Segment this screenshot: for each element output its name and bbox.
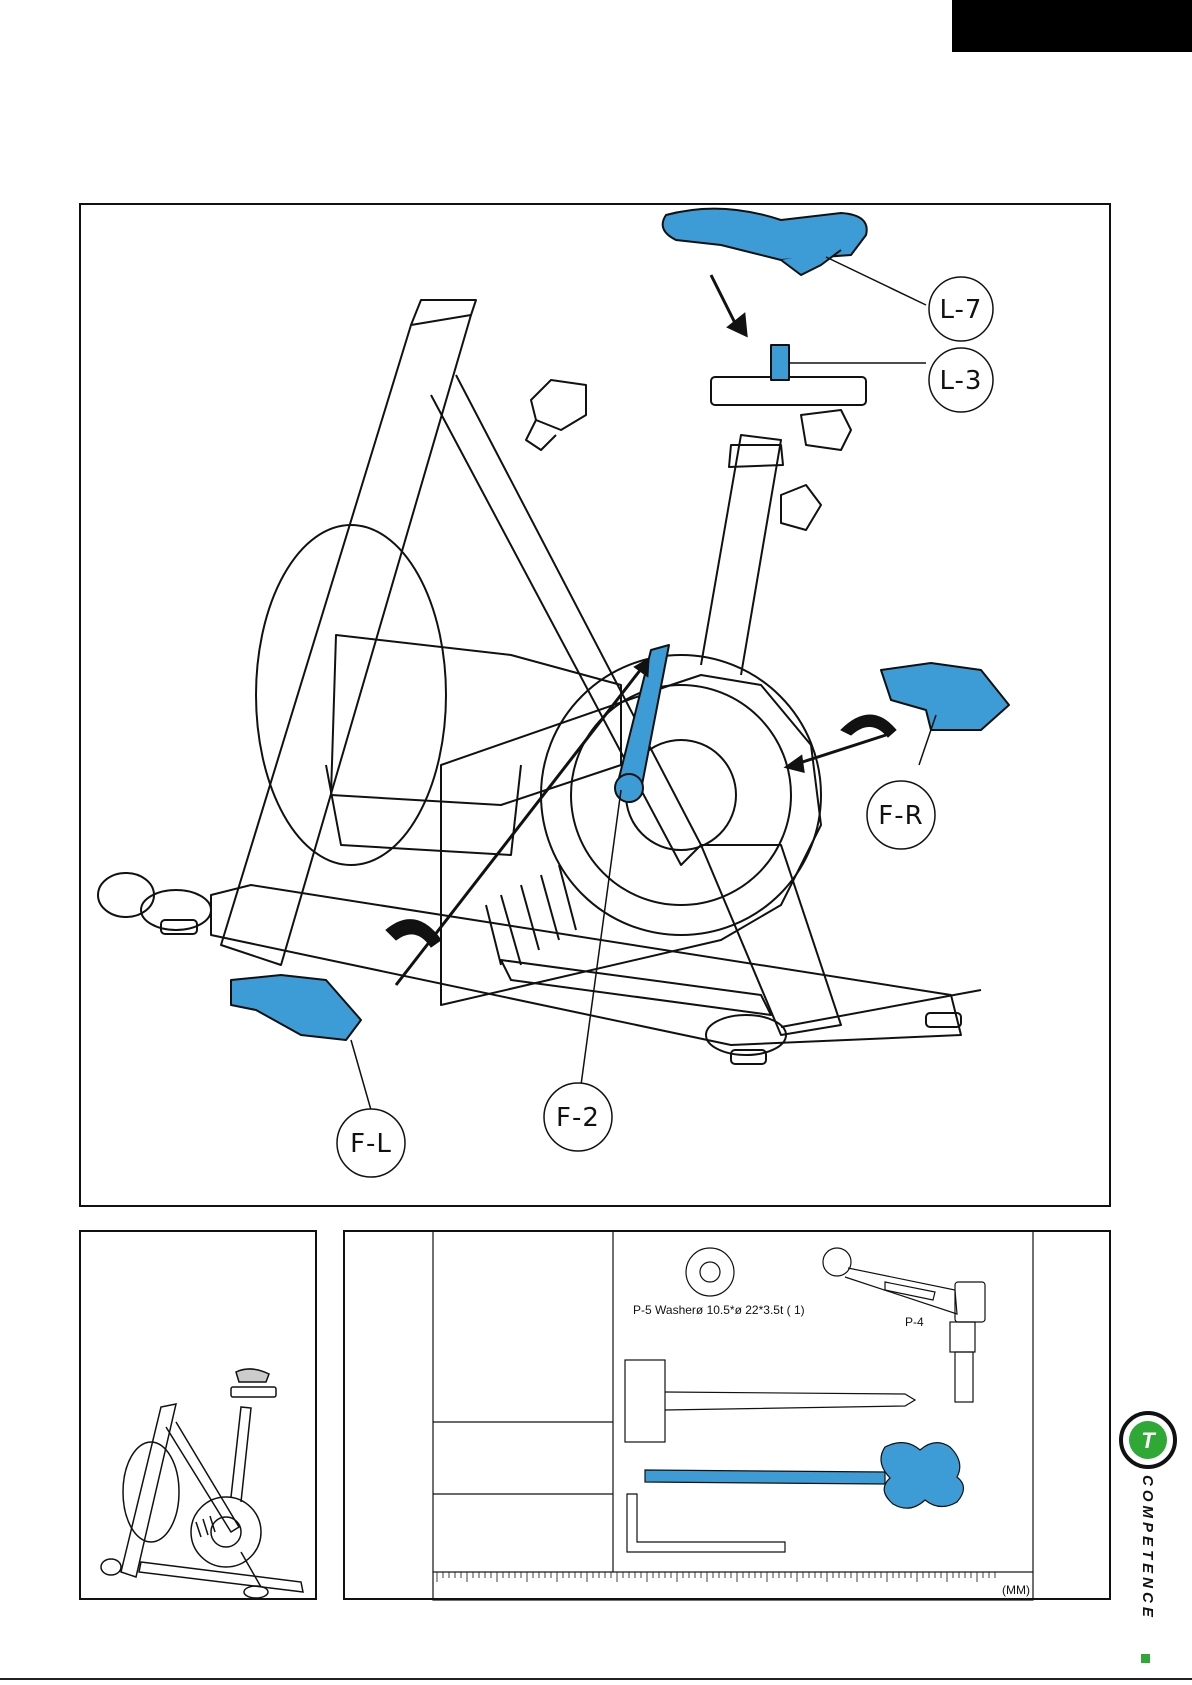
ruler-unit: (MM) [1002, 1583, 1030, 1597]
seat-slider [711, 377, 866, 405]
brand-name-text: COMPETENCE [1139, 1475, 1156, 1645]
washer-label: P-5 Washerø 10.5*ø 22*3.5t ( 1) [633, 1303, 805, 1317]
seatpost-highlight [771, 345, 789, 380]
rotate-arrow-right [841, 715, 896, 737]
assembly-figure: L-7 L-3 F-R F-2 F-L [79, 203, 1111, 1207]
callout-seat-label: L-7 [940, 295, 983, 325]
hammer-drawing [625, 1360, 915, 1442]
hardware-panel: (MM) P-5 Washerø 10.5*ø 22*3.5t ( 1) P-4 [343, 1230, 1111, 1600]
post-knob [781, 485, 821, 530]
hardware-drawing: (MM) P-5 Washerø 10.5*ø 22*3.5t ( 1) P-4 [345, 1232, 1113, 1602]
brand-accent-square [1141, 1654, 1150, 1663]
resistance-knob [531, 380, 586, 430]
top-tube [431, 375, 701, 865]
front-fork [221, 315, 471, 965]
logo-letter: T [1141, 1428, 1156, 1453]
lever-label: P-4 [905, 1315, 924, 1329]
lever-drawing [823, 1248, 985, 1402]
assembly-drawing: L-7 L-3 F-R F-2 F-L [81, 205, 1113, 1209]
flywheel [256, 525, 446, 865]
washer-drawing [686, 1248, 734, 1296]
shroud-upper [331, 635, 621, 805]
footer-rule [0, 1678, 1192, 1680]
front-stabilizer [141, 890, 211, 930]
right-pedal-highlight [881, 663, 1009, 730]
callout-left-pedal-label: F-L [350, 1129, 392, 1159]
brand-name: COMPETENCE [1138, 1475, 1158, 1645]
brand-logo: T [1118, 1410, 1178, 1470]
bike-thumbnail [79, 1230, 317, 1600]
ruler-ticks [437, 1572, 995, 1582]
thumbnail-drawing [81, 1232, 319, 1602]
rear-foot-left [731, 1050, 766, 1064]
left-pedal-highlight [231, 975, 361, 1040]
front-wheel [98, 873, 154, 917]
callout-right-pedal-label: F-R [878, 801, 923, 831]
wrench-drawing [645, 1443, 964, 1509]
seat-tube [701, 435, 781, 675]
page-tab [952, 0, 1192, 52]
crank-cover [541, 655, 821, 935]
callout-seatpost-label: L-3 [940, 366, 983, 396]
rotate-arrow-left [386, 920, 441, 947]
seat-knob [801, 410, 851, 450]
callout-crank-label: F-2 [556, 1103, 600, 1133]
allen-key-drawing [627, 1494, 785, 1552]
